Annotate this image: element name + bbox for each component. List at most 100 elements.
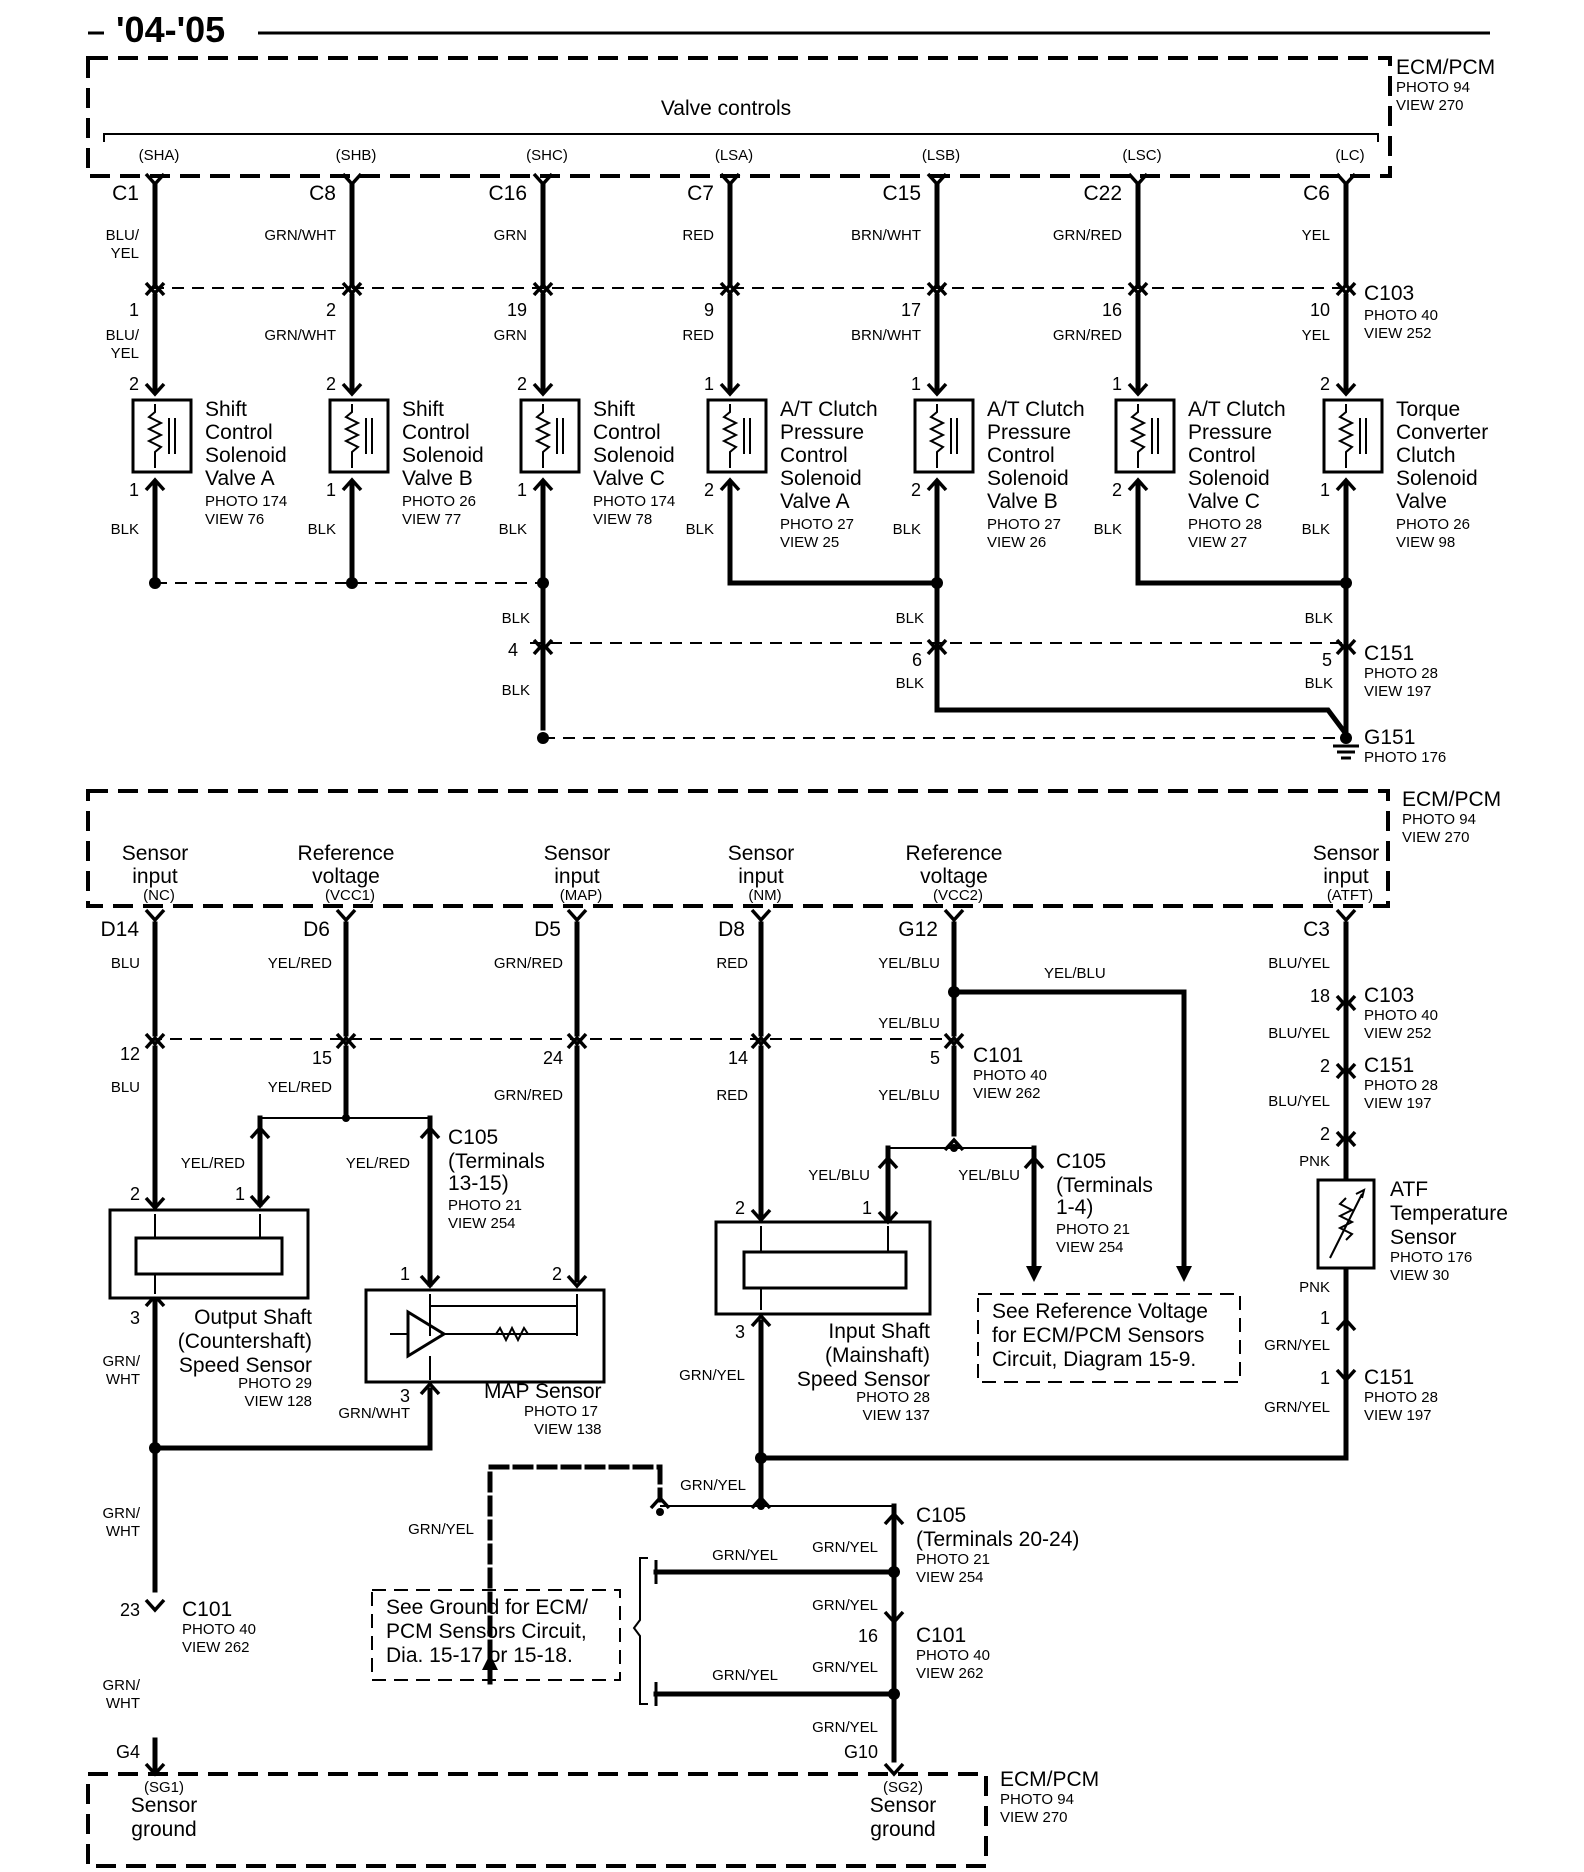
svg-text:GRN/YEL: GRN/YEL: [1264, 1399, 1330, 1416]
ecm-mid-term-signal-3: (MAP): [560, 887, 603, 904]
svg-text:PHOTO 21: PHOTO 21: [1056, 1221, 1130, 1238]
valve-wire-lower-5: BRN/WHT: [851, 327, 921, 344]
svg-text:PHOTO 40: PHOTO 40: [1364, 1007, 1438, 1024]
svg-text:VIEW 137: VIEW 137: [862, 1407, 930, 1424]
map-sensor-name: MAP Sensor: [484, 1380, 602, 1403]
svg-text:PNK: PNK: [1299, 1153, 1330, 1170]
ecm-top-photo: PHOTO 94: [1396, 79, 1470, 96]
ecm-top-pin-1: C1: [112, 182, 139, 205]
solenoid-photo-5: PHOTO 27: [987, 516, 1061, 533]
valve-wire-upper-3: GRN: [494, 227, 527, 244]
ecm-top-pin-5: C15: [882, 182, 921, 205]
c103-top-pin-5: 17: [901, 300, 921, 320]
svg-text:PHOTO 21: PHOTO 21: [916, 1551, 990, 1568]
valve-wire-lower-6: GRN/RED: [1053, 327, 1122, 344]
svg-text:GRN/YEL: GRN/YEL: [812, 1719, 878, 1736]
c101-mid-pin-2: 15: [312, 1048, 332, 1068]
valve-wire-upper-5: BRN/WHT: [851, 227, 921, 244]
svg-text:YEL/BLU: YEL/BLU: [808, 1167, 870, 1184]
c151-top-photo: PHOTO 28: [1364, 665, 1438, 682]
solenoid-ground-wire-6: BLK: [1094, 521, 1122, 538]
svg-text:C151: C151: [1364, 1054, 1414, 1077]
svg-text:3: 3: [735, 1322, 745, 1342]
solenoid-view-7: VIEW 98: [1396, 534, 1455, 551]
svg-text:PHOTO 28: PHOTO 28: [856, 1389, 930, 1406]
ecm-top-pin-3: C16: [488, 182, 527, 205]
svg-text:C105: C105: [916, 1504, 966, 1527]
ecm-top-name: ECM/PCM: [1396, 56, 1495, 79]
solenoid-top-pin-4: 1: [704, 374, 714, 394]
svg-text:GRN/WHT: GRN/WHT: [103, 1677, 141, 1712]
c103-top-pin-1: 1: [129, 300, 139, 320]
ecm-top-signal-6: (LSC): [1122, 147, 1161, 164]
svg-text:1: 1: [862, 1198, 872, 1218]
svg-text:VIEW 138: VIEW 138: [534, 1421, 602, 1438]
ecm-mid-term-pin-1: D14: [100, 918, 139, 941]
svg-text:YEL/BLU: YEL/BLU: [1044, 965, 1106, 982]
c103-top-photo: PHOTO 40: [1364, 307, 1438, 324]
solenoid-ground-wire-1: BLK: [111, 521, 139, 538]
ecm-top-view: VIEW 270: [1396, 97, 1464, 114]
svg-text:BLU: BLU: [111, 955, 140, 972]
svg-text:VIEW 252: VIEW 252: [1364, 1025, 1432, 1042]
svg-text:YEL/BLU: YEL/BLU: [878, 1015, 940, 1032]
svg-text:1: 1: [400, 1264, 410, 1284]
ecm-top-signal-3: (SHC): [526, 147, 568, 164]
solenoid-top-pin-2: 2: [326, 374, 336, 394]
solenoid-ground-wire-5: BLK: [893, 521, 921, 538]
solenoid-view-6: VIEW 27: [1188, 534, 1247, 551]
svg-text:PHOTO 21: PHOTO 21: [448, 1197, 522, 1214]
c103-top-name: C103: [1364, 282, 1414, 305]
svg-text:GRN/RED: GRN/RED: [494, 1087, 563, 1104]
year-range: '04-'05: [116, 9, 225, 50]
c151-top-pin-2: 6: [912, 650, 922, 670]
svg-text:VIEW 270: VIEW 270: [1000, 1809, 1068, 1826]
solenoid-photo-6: PHOTO 28: [1188, 516, 1262, 533]
ecm-mid-term-signal-6: (ATFT): [1327, 887, 1373, 904]
svg-text:C151: C151: [1364, 1366, 1414, 1389]
svg-text:BLU/YEL: BLU/YEL: [1268, 1025, 1330, 1042]
ecm-mid-photo: PHOTO 94: [1402, 811, 1476, 828]
svg-text:1: 1: [235, 1184, 245, 1204]
svg-text:GRN/WHT: GRN/WHT: [103, 1353, 141, 1388]
c151-top-wire-d: BLK: [896, 675, 924, 692]
solenoid-photo-7: PHOTO 26: [1396, 516, 1470, 533]
valve-controls-label: Valve controls: [661, 97, 791, 120]
svg-text:PHOTO 17: PHOTO 17: [524, 1403, 598, 1420]
map-sensor-circuit: GRN/RED GRN/RED 1 2 3 GRN/WHT MAP Sensor…: [338, 921, 606, 1451]
ecm-mid-term-pin-3: D5: [534, 918, 561, 941]
valve-wire-upper-1: BLU/YEL: [106, 227, 140, 262]
svg-text:BLU: BLU: [111, 1079, 140, 1096]
svg-text:PHOTO 28: PHOTO 28: [1364, 1077, 1438, 1094]
c101-mid-pin-3: 24: [543, 1048, 563, 1068]
c151-top-pin-3: 5: [1322, 650, 1332, 670]
solenoid-bottom-pin-5: 2: [911, 480, 921, 500]
svg-text:GRN/YEL: GRN/YEL: [712, 1547, 778, 1564]
ecm-top-signal-2: (SHB): [336, 147, 377, 164]
svg-text:YEL/RED: YEL/RED: [268, 1079, 332, 1096]
c103-top-pin-7: 10: [1310, 300, 1330, 320]
solenoid-view-4: VIEW 25: [780, 534, 839, 551]
svg-text:PNK: PNK: [1299, 1279, 1330, 1296]
ecm-top-signal-4: (LSA): [715, 147, 753, 164]
solenoid-ground-wire-2: BLK: [308, 521, 336, 538]
ecm-top-pin-6: C22: [1083, 182, 1122, 205]
ecm-mid-view: VIEW 270: [1402, 829, 1470, 846]
solenoid-ground-wire-7: BLK: [1302, 521, 1330, 538]
svg-text:GRN/YEL: GRN/YEL: [679, 1367, 745, 1384]
svg-text:VIEW 254: VIEW 254: [916, 1569, 984, 1586]
solenoid-bottom-pin-6: 2: [1112, 480, 1122, 500]
svg-text:RED: RED: [716, 955, 748, 972]
ecm-mid-name: ECM/PCM: [1402, 788, 1501, 811]
svg-text:PHOTO 176: PHOTO 176: [1390, 1249, 1472, 1266]
ecm-top-pin-7: C6: [1303, 182, 1330, 205]
svg-text:GRN/YEL: GRN/YEL: [408, 1521, 474, 1538]
svg-text:GRN/YEL: GRN/YEL: [680, 1477, 746, 1494]
